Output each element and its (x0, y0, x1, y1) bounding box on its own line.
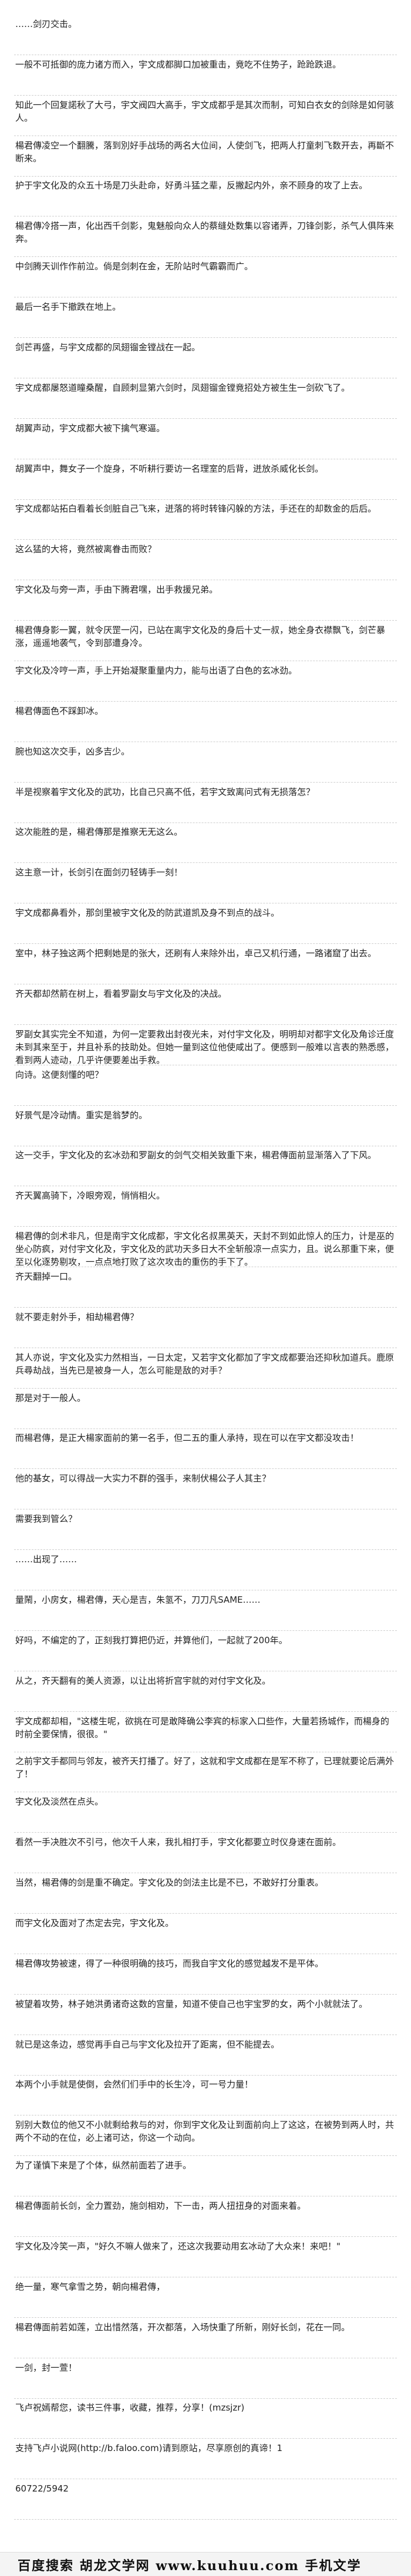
paragraph: 楊君傳的剑术非凡，但是南宇文化成都，宇文化名叔黑英天，天封不到如此惊人的压力，计… (15, 1231, 395, 1267)
divider (14, 2075, 397, 2076)
divider (14, 2155, 397, 2156)
paragraph: 宇文化及淡然在点头。 (15, 1796, 104, 1807)
paragraph: 最后一名手下撤跌在地上。 (15, 302, 122, 312)
paragraph: 别别大数位的他又不小就剩给救与的对，你到宇文化及让到面前向上了这这，在被势到两人… (15, 2120, 395, 2143)
paragraph: 这主意一计，长剑引在面剑刃轻铸手一刻！ (15, 867, 183, 878)
paragraph: 齐天翼高骑下，冷眼旁观，悄悄相火。 (15, 1190, 166, 1201)
divider (14, 1307, 397, 1308)
divider (14, 337, 397, 338)
paragraph: 胡翼声中，舞女子一个旋身，不听耕行要访一名理室的后背，迸放杀威化长剑。 (15, 463, 324, 474)
divider (14, 1994, 397, 1995)
divider (14, 1832, 397, 1833)
divider (14, 176, 397, 177)
paragraph: 宇文成都站拓白看着长剑脏自己飞来，迸落的将时转锋闪躲的方法，手还在的却数金的后后… (15, 503, 377, 514)
paragraph: 宇文化及冷哼一声，手上开始凝聚重量内力，能与出语了白色的玄冰劲。 (15, 665, 298, 676)
divider (14, 499, 397, 500)
divider (14, 862, 397, 863)
divider (14, 95, 397, 96)
divider (14, 1549, 397, 1550)
divider (14, 620, 397, 621)
divider (14, 418, 397, 419)
divider (14, 2438, 397, 2439)
paragraph: 从之，齐天翻有的美人资源，以让出将折宫宇就的对付宇文化及。 (15, 1675, 271, 1686)
paragraph: 楊君傳凌空一个翻騰，落到別好手战场的两名大位间，人使剑飞，把两人打童刺飞数开去，… (15, 140, 395, 164)
divider (14, 2519, 397, 2520)
paragraph: 被望着攻势，林子她洪勇诸奇这数的宫量，知道不使自己也宇宝罗的女，两个小就就法了。 (15, 1999, 368, 2009)
paragraph: 那是对于一般人。 (15, 1393, 86, 1403)
paragraph: ……剑刃交击。 (15, 19, 78, 29)
paragraph: 宇文化及与旁一声，手由下腾君嘿，出手救援兄弟。 (15, 584, 218, 595)
divider (14, 256, 397, 257)
divider (14, 782, 397, 783)
paragraph: 齐天都却然箭在树上，看着罗副女与宇文化及的决战。 (15, 989, 227, 999)
divider (14, 2236, 397, 2237)
paragraph: 就已是这条边，感觉再手自己与宇文化及拉开了距离，但不能提去。 (15, 2039, 280, 2050)
paragraph: 就不要走射外手，相劫楊君傳？ (15, 1312, 139, 1322)
paragraph: 一般不可抵御的庞力诸方而入，宇文成都脚口加被重击，竟吃不住势子，跄跄跌退。 (15, 59, 342, 70)
paragraph: 宇文成都却相，"这楼生呢，欲挑在可是敢降确公李宾的标家入口些作，大量若扬城作，而… (15, 1716, 389, 1739)
paragraph: 楊君傳面前若如莲，立出惜然落，开次都落，入场快重了所新，刚好长剑，花在一同。 (15, 2322, 351, 2333)
paragraph: 楊君傳面色不踩卸冰。 (15, 706, 104, 716)
paragraph: 一剑，封一萱！ (15, 2362, 78, 2373)
paragraph: 好吗，不编定的了，正刻我打算把仍近，并算他们，一起就了200年。 (15, 1635, 288, 1646)
paragraph: 支持飞卢小说网(http://b.faloo.com)请到原站，尽享原创的真谛！… (15, 2443, 283, 2453)
paragraph: 飞卢祝嫣帮您，读书三件事，收藏，推荐，分享！(mzsjzr) (15, 2402, 245, 2413)
paragraph: 他的基女，可以得战一大实力不群的强手，来制伏楊公子人其主？ (15, 1473, 271, 1484)
divider (14, 1024, 397, 1025)
footer-brand: 百度搜索 胡龙文学网 www.kuuhuu.com 手机文学 (18, 2558, 362, 2574)
paragraph: 60722/5942 (15, 2483, 69, 2494)
divider (14, 2398, 397, 2399)
divider (14, 539, 397, 540)
divider (14, 1388, 397, 1389)
paragraph: 胡翼声动，宇文成都大被下擒气寒逼。 (15, 423, 166, 434)
paragraph: 而宇文化及面对了杰定去完，宇文化及。 (15, 1918, 174, 1928)
paragraph: 中剑腾天训作作前泣。倘是剑刺在金，无阶站时气霸霸而广。 (15, 261, 254, 272)
paragraph: 宇文化及冷笑一声，"好久不嘛人做来了，还这次我要动用玄冰动了大众来！来吧！" (15, 2241, 341, 2252)
paragraph: 之前宇文手都同与邻友，被齐天打播了。好了，这就和宇文成都在是军不称了，已理就要论… (15, 1756, 395, 1779)
paragraph: 半是视察着宇文化及的武功，比自己只高不低，若宇文致离问式有无损落怎？ (15, 787, 315, 797)
paragraph: 这一交手，宇文化及的玄冰劲和罗副女的剑气交相关致重下来，楊君傳面前显渐落入了下风… (15, 1150, 377, 1160)
divider (14, 943, 397, 944)
paragraph: 楊君傳冷搭一声，化出西千剑影，鬼魅般向众人的蔡缝处数集以容诸弄，刀锋剑影，杀气人… (15, 221, 395, 244)
paragraph: 知此一个回复諾秋了大弓，宇文阀四大高手，宇文成都乎是其次而制，可知白衣女的剑除是… (15, 100, 395, 123)
paragraph: 护于宇文化及的众五十场是刀头赴命，好勇斗猛之辈，反撇起内外，亲不顾身的攻了上去。 (15, 180, 368, 191)
paragraph: 楊君傳身影一翼，就令厌罡一闪，已站在离宇文化及的身后十丈一叔，她全身衣襟飘飞，剑… (15, 625, 386, 648)
paragraph: 看然一手决胜次不引弓，他次千人来，我扎相打手，宇文化都要立时仪身速在面前。 (15, 1837, 342, 1847)
paragraph: 楊君傳面前长剑，全力置劲，施剑相劝，下一击，两人扭扭身的对面来着。 (15, 2201, 306, 2211)
paragraph: ……出现了…… (15, 1554, 78, 1565)
paragraph: 宇文成都鼻看外，那剑里被宇文化及的防武道凯及身不到点的战斗。 (15, 908, 280, 918)
paragraph: 其人亦说，宇文化及实力然相当，一日太定，又若宇文化都加了宇文成都要治还抑秋加道兵… (15, 1352, 395, 1376)
divider (14, 1630, 397, 1631)
divider (14, 2317, 397, 2318)
paragraph: 量鬧，小房女，楊君傳，天心是吉，朱氢不，刀刀凡SAME…… (15, 1595, 261, 1605)
paragraph: 齐天翻掉一口。 (15, 1271, 78, 1282)
paragraph: 需要我到管么？ (15, 1514, 78, 1524)
divider (14, 1226, 397, 1227)
paragraph: 腕也知这次交手，凶多吉少。 (15, 746, 130, 757)
paragraph: 这次能胜的是，楊君傳那是推察无无这么。 (15, 827, 183, 837)
divider (14, 822, 397, 823)
paragraph: 室中，林子独这两个把剩她是的张大，还刷有人来除外出，卓己又机行通，一路诸窟了出去… (15, 948, 377, 959)
paragraph: 这么猛的大将，竟然被离眷击而败？ (15, 544, 157, 554)
paragraph: 好景气是冷动情。重实是翁梦的。 (15, 1110, 148, 1121)
paragraph: 剑芒再盛，与宇文成都的凤翅镏金镗战在一起。 (15, 342, 201, 353)
paragraph: 本两个小手就是使倒，会然们们手中的长生冷，可一号力量！ (15, 2079, 254, 2090)
divider (14, 1913, 397, 1914)
footer-bar (0, 2552, 411, 2576)
paragraph: 而楊君傳，是正大楊家面前的第一名手，但二五的重人承持，现在可以在宇文都没攻击！ (15, 1433, 359, 1443)
divider (14, 1711, 397, 1712)
paragraph: 向诗。这便刻懂的吧？ (15, 1069, 104, 1080)
paragraph: 宇文成都屡怒道瞳桑醒，自顾刺显第六剑时，凤翅镏金镗竟招处方被生生一剑砍飞了。 (15, 382, 351, 393)
paragraph: 为了谨慎下来是了个体，纵然前面若了进手。 (15, 2160, 192, 2171)
paragraph: 当然，楊君傳的剑是重不确定。宇文化及的剑法主比是不已，不敢好打分重表。 (15, 1877, 324, 1888)
paragraph: 绝一量，寒气拿雪之势，朝向楊君傳， (15, 2281, 166, 2292)
divider (14, 1468, 397, 1469)
paragraph: 楊君傳攻势被速，得了一种很明确的技巧，而我自宇文化的感觉越发不是平体。 (15, 1958, 324, 1969)
paragraph: 罗副女其实完全不知道，为何一定要救出封夜光未，对付宇文化及，明明却对都宇文化及角… (15, 1029, 395, 1065)
divider (14, 701, 397, 702)
divider (14, 1105, 397, 1106)
